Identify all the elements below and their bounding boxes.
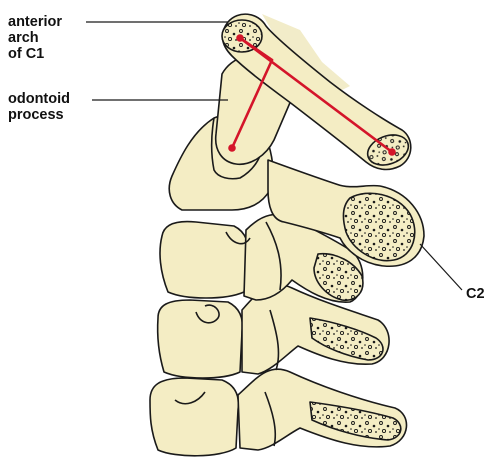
c5-facet-line: [264, 391, 277, 447]
arch-top-segment: [238, 36, 274, 62]
c2-facet-outline: [210, 117, 265, 180]
c5-spinous-process: [309, 401, 402, 441]
label-odontoid-line-1: odontoid: [8, 91, 71, 107]
leader-lines: [86, 21, 463, 291]
c2-spinous-process: [342, 192, 416, 262]
leader-c2: [419, 243, 463, 291]
c4-spinous-process: [309, 317, 384, 361]
c4-facet-line: [269, 309, 280, 371]
c4-facet-curve: [195, 304, 220, 324]
arch-diagonal-line: [238, 36, 394, 154]
c5-body: [149, 377, 240, 457]
vertebra-c4: [156, 283, 390, 379]
c3-facet-line: [265, 221, 282, 291]
odontoid-axis-line: [230, 58, 274, 150]
label-anterior-arch-line-3: of C1: [8, 46, 45, 62]
vertebra-c5: [149, 368, 408, 457]
c3-facet-curve: [225, 231, 251, 245]
c4-body: [156, 299, 244, 379]
vertebra-c3: [159, 213, 364, 303]
point-anterior-arch: [236, 34, 244, 42]
label-odontoid-process: odontoid process: [8, 91, 70, 123]
c3-spinous-process: [313, 252, 364, 301]
point-odontoid-tip: [228, 144, 236, 152]
label-odontoid-line-2: process: [8, 107, 64, 123]
label-anterior-arch-of-c1: anterior arch of C1: [8, 14, 62, 62]
c3-body: [159, 220, 250, 299]
label-anterior-arch-line-2: arch: [8, 30, 39, 46]
measurement-lines: [228, 34, 396, 156]
label-c2: C2: [466, 286, 485, 302]
c5-facet-curve: [174, 391, 206, 405]
c1-shadow: [262, 14, 350, 96]
label-anterior-arch-line-1: anterior: [8, 14, 62, 30]
point-posterior-arch: [388, 148, 396, 156]
